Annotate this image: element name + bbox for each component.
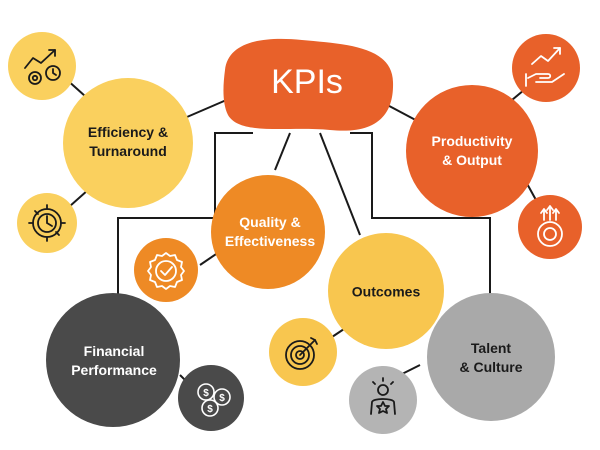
quality-circle	[211, 175, 325, 289]
hand-growth-icon-circle	[512, 34, 580, 102]
gear-growth-icon	[24, 49, 61, 85]
outcomes-circle	[328, 233, 444, 349]
financial-circle	[46, 293, 180, 427]
employee-star-icon-circle	[349, 366, 417, 434]
productivity-label-line1: Productivity	[431, 133, 513, 150]
target-icon	[285, 337, 318, 370]
talent-circle	[427, 293, 555, 421]
gear-arrows-up-icon	[537, 205, 563, 247]
connector-kpi-outcomes	[319, 132, 361, 236]
gear-growth-icon-circle	[8, 32, 76, 100]
productivity-label-line2: & Output	[442, 152, 502, 168]
productivity-circle	[406, 85, 538, 217]
outcomes-label-line1: Outcomes	[351, 283, 421, 300]
gear-arrows-up-icon-circle	[518, 195, 582, 259]
quality-badge-icon-circle	[134, 238, 198, 302]
talent-label-line1: Talent	[470, 340, 512, 357]
efficiency-label-line2: Turnaround	[89, 143, 167, 159]
quality-badge-icon	[147, 252, 185, 290]
financial-label: Financial Performance	[71, 342, 157, 380]
employee-star-icon	[370, 377, 396, 415]
financial-label-line1: Financial	[83, 343, 145, 360]
svg-text:$: $	[219, 393, 225, 404]
kpi-central-blob	[223, 38, 394, 131]
quality-label-line1: Quality &	[239, 214, 301, 231]
connector-kpi-talent	[350, 132, 491, 315]
productivity-label: Productivity & Output	[432, 132, 513, 170]
kpi-title: KPIs	[271, 63, 343, 102]
efficiency-label: Efficiency & Turnaround	[88, 123, 168, 161]
efficiency-label-line1: Efficiency &	[87, 124, 169, 141]
dollar-coins-icon: $ $ $	[197, 383, 231, 417]
quality-label: Quality & Effectiveness	[225, 213, 315, 251]
quality-label-line2: Effectiveness	[224, 233, 316, 249]
connector-kpi-quality	[274, 132, 291, 171]
talent-label: Talent & Culture	[460, 339, 523, 377]
clock-gear-icon	[28, 204, 66, 242]
svg-text:$: $	[207, 404, 213, 415]
efficiency-circle	[63, 78, 193, 208]
financial-label-line2: Performance	[71, 362, 157, 378]
hand-growth-icon	[525, 47, 565, 87]
svg-text:$: $	[203, 388, 209, 399]
outcomes-label: Outcomes	[352, 283, 420, 302]
talent-label-line2: & Culture	[459, 359, 523, 375]
